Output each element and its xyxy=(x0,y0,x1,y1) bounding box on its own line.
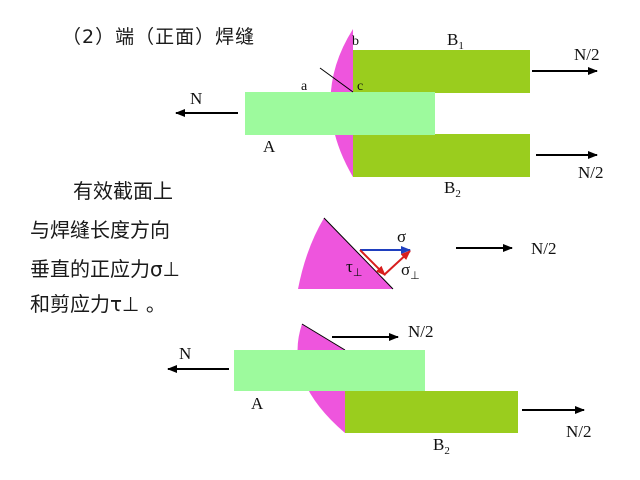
top-label-n2-lower: N/2 xyxy=(578,163,604,182)
stress-sigma-perp-arrow xyxy=(383,250,411,276)
top-figure: N A a b c B1 B2 N/2 N/2 xyxy=(175,29,604,200)
description-line-2: 与焊缝长度方向 xyxy=(30,218,170,242)
top-label-b-point: b xyxy=(352,34,359,49)
stress-figure: σ τ⊥ σ⊥ N/2 xyxy=(298,217,557,290)
description-line-3: 垂直的正应力σ⊥ xyxy=(30,257,180,281)
bottom-label-b2: B2 xyxy=(433,435,450,457)
top-label-c-point: c xyxy=(357,79,363,94)
top-section-line xyxy=(319,67,354,93)
stress-section-edge xyxy=(323,217,394,290)
stress-tau-arrow xyxy=(359,249,386,276)
stress-label-sigma: σ xyxy=(397,227,406,246)
top-plate-a xyxy=(245,92,435,135)
bottom-label-n2-lower: N/2 xyxy=(566,422,592,441)
bottom-plate-b2 xyxy=(345,391,518,433)
bottom-label-n2-upper: N/2 xyxy=(408,322,434,341)
bottom-label-a: A xyxy=(251,394,264,413)
bottom-weld-face xyxy=(301,323,346,351)
top-label-b1: B1 xyxy=(447,30,464,52)
description-line-4: 和剪应力τ⊥ 。 xyxy=(30,292,166,316)
stress-weld-section xyxy=(298,218,393,289)
top-label-b2: B2 xyxy=(444,178,461,200)
stress-label-n2: N/2 xyxy=(531,239,557,258)
section-title: （2）端（正面）焊缝 xyxy=(62,26,255,48)
top-label-n: N xyxy=(190,89,202,108)
bottom-figure: N A B2 N/2 N/2 xyxy=(167,322,592,457)
top-label-a: A xyxy=(263,137,276,156)
top-label-n2-upper: N/2 xyxy=(574,45,600,64)
top-plate-b2 xyxy=(353,134,530,177)
stress-label-sigma-perp: σ⊥ xyxy=(401,260,420,282)
top-label-a-point: a xyxy=(301,79,308,94)
bottom-plate-a xyxy=(234,350,425,391)
description-line-1: 有效截面上 xyxy=(73,179,173,203)
stress-label-tau: τ⊥ xyxy=(346,257,362,279)
bottom-label-n: N xyxy=(179,344,191,363)
top-plate-b1 xyxy=(353,50,530,93)
